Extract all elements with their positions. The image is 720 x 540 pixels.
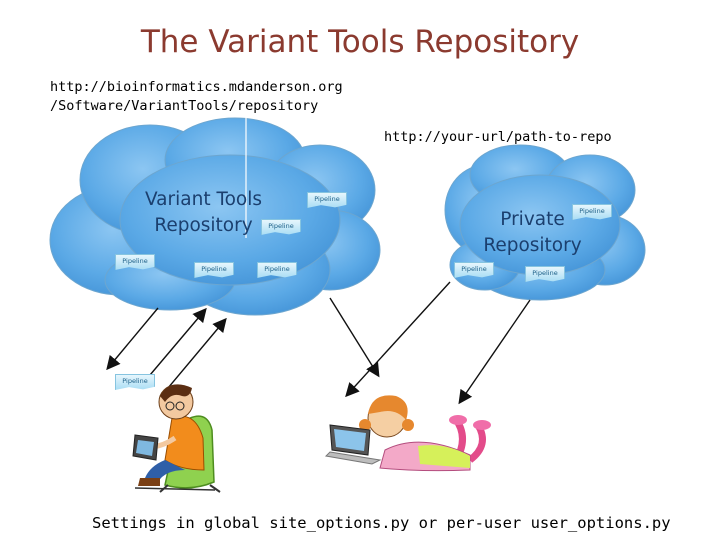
pipeline-tag: Pipeline: [194, 262, 234, 278]
pipeline-tag: Pipeline: [115, 254, 155, 270]
pipeline-tag: Pipeline: [257, 262, 297, 278]
connection-arrows: [106, 281, 531, 405]
public-repo-label: Variant Tools Repository: [126, 187, 281, 239]
public-repository-cloud: [49, 117, 381, 316]
pipeline-tag: Pipeline: [115, 374, 155, 390]
footer-settings-note: Settings in global site_options.py or pe…: [92, 514, 671, 532]
private-repo-label-line1: Private: [500, 209, 565, 230]
page-title: The Variant Tools Repository: [140, 24, 580, 60]
girl-lying-laptop-icon: [324, 395, 491, 472]
private-repo-label: Private Repository: [475, 207, 590, 259]
repo-url-line1: http://bioinformatics.mdanderson.org: [50, 79, 343, 95]
pipeline-tag: Pipeline: [261, 219, 301, 235]
public-repo-label-line1: Variant Tools: [144, 189, 263, 210]
public-repo-label-line2: Repository: [154, 215, 253, 236]
private-repo-url: http://your-url/path-to-repo: [384, 129, 612, 145]
repo-url-line2: /Software/VariantTools/repository: [50, 98, 319, 114]
person-chair-laptop-icon: [132, 384, 221, 493]
pipeline-tag: Pipeline: [307, 192, 347, 208]
private-repo-label-line2: Repository: [483, 235, 582, 256]
pipeline-tag: Pipeline: [454, 262, 494, 278]
pipeline-tag: Pipeline: [572, 204, 612, 220]
pipeline-tag: Pipeline: [525, 266, 565, 282]
